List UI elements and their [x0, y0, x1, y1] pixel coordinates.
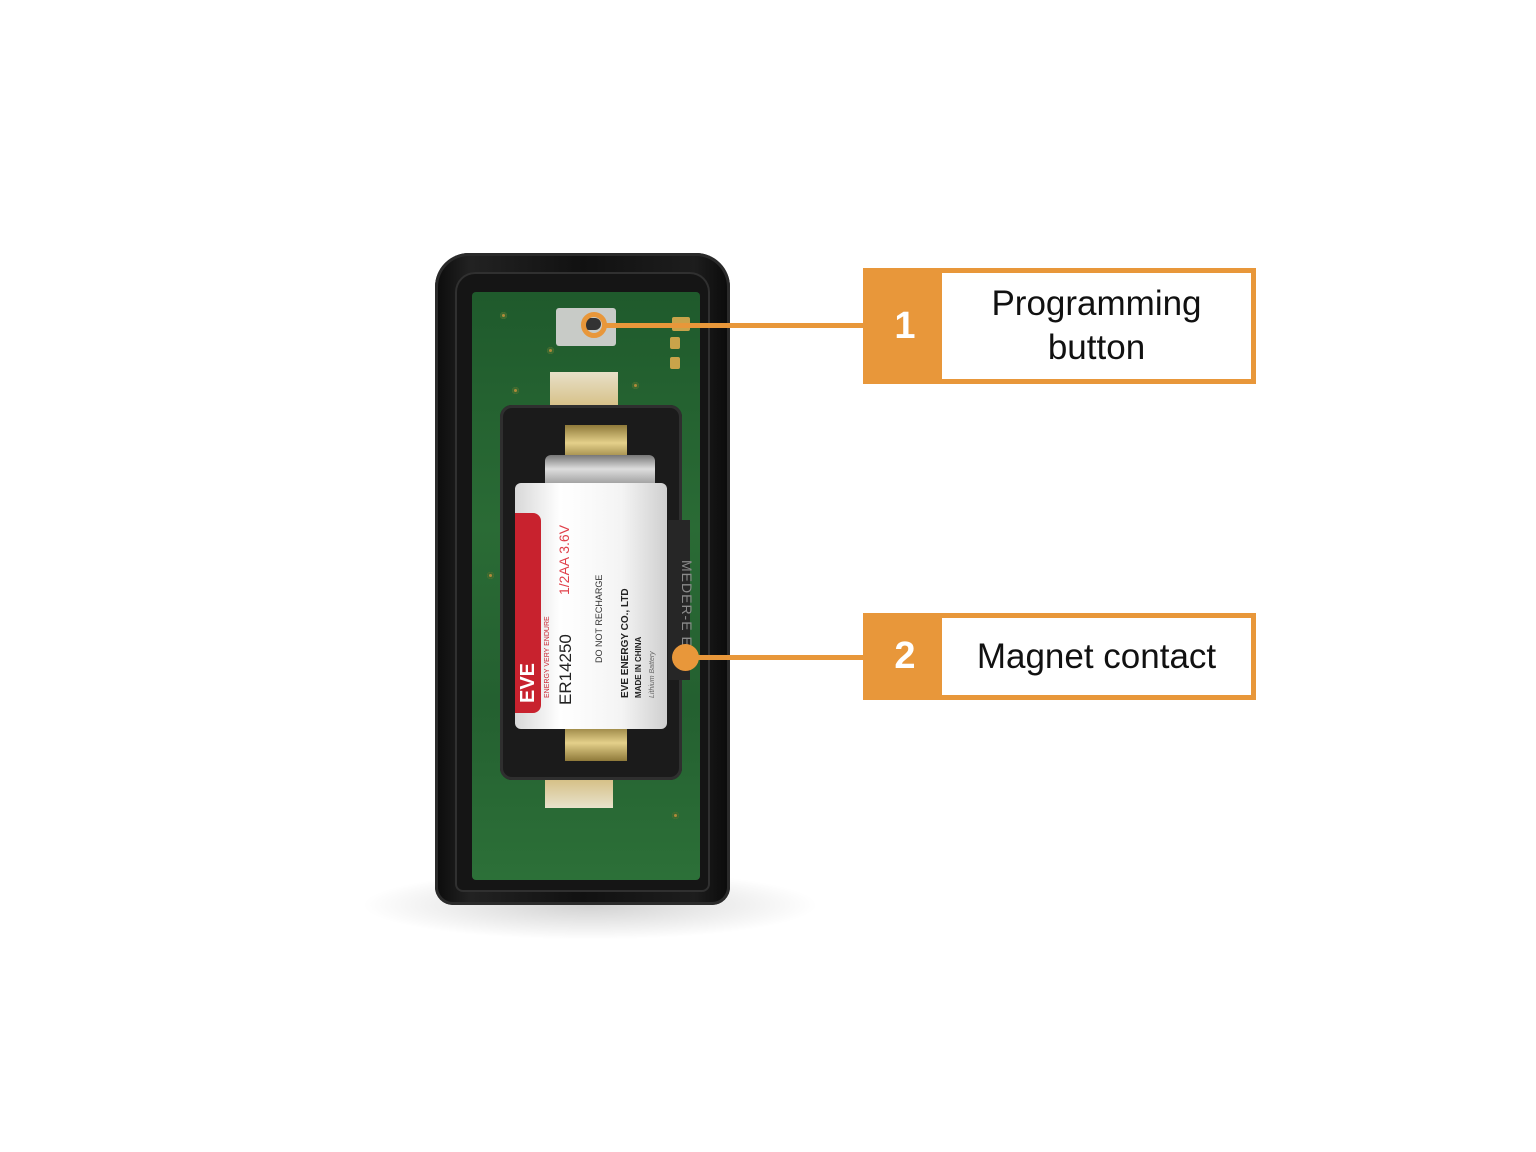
via [512, 387, 519, 394]
battery-origin: MADE IN CHINA [634, 636, 643, 698]
via [500, 312, 507, 319]
callout-1: 1 Programming button [863, 268, 1256, 384]
battery-brand: EVE [517, 662, 539, 703]
battery-model: ER14250 [556, 634, 575, 705]
battery-brand-band: EVE [515, 513, 541, 713]
battery-warning: DO NOT RECHARGE [594, 574, 604, 663]
callout-2-number: 2 [868, 618, 942, 695]
magnet-contact-reed [668, 520, 690, 680]
battery-spec: 1/2AA 3.6V [556, 524, 572, 595]
callout-2: 2 Magnet contact [863, 613, 1256, 700]
callout-1-number: 1 [868, 273, 942, 379]
battery-tagline: ENERGY VERY ENDURE [544, 616, 551, 698]
battery-maker: EVE ENERGY CO., LTD [620, 588, 631, 698]
via [487, 572, 494, 579]
contact-pad [670, 357, 680, 369]
callout-1-leader-line [605, 323, 865, 328]
via [672, 812, 679, 819]
callout-1-marker [581, 312, 607, 338]
callout-2-leader-line [690, 655, 865, 660]
battery-type: Lithium Battery [649, 651, 656, 698]
contact-pad [670, 337, 680, 349]
via [632, 382, 639, 389]
battery-clip-bottom [565, 725, 627, 761]
callout-2-label: Magnet contact [976, 636, 1217, 676]
via [547, 347, 554, 354]
callout-1-label: Programming button [991, 284, 1202, 367]
battery: EVE ENERGY VERY ENDURE ER14250 1/2AA 3.6… [515, 483, 667, 729]
